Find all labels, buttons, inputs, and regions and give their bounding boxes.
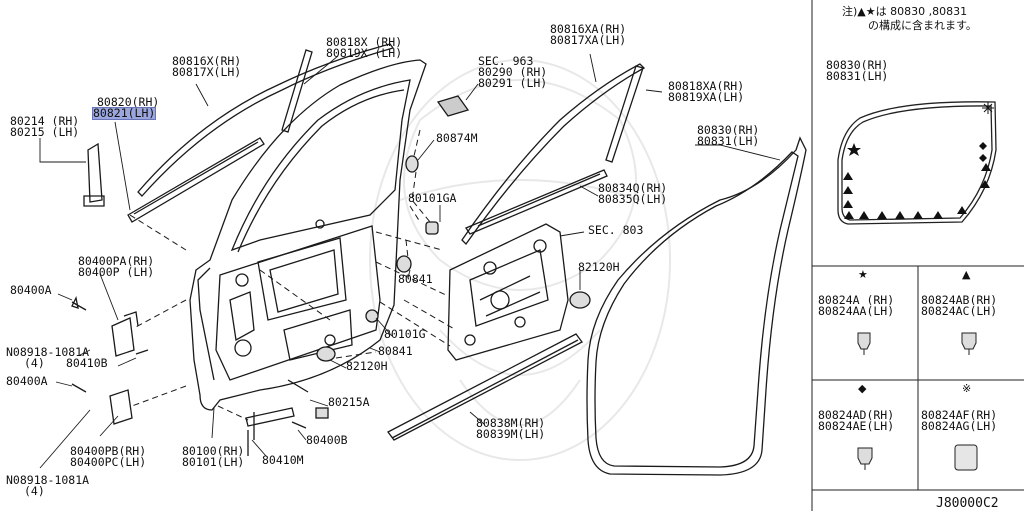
- label-80839m: 80839M(LH): [476, 427, 546, 441]
- leader-lines: [39, 53, 781, 469]
- door-shell-window-frame: [230, 79, 411, 252]
- label-80835q: 80835Q(LH): [598, 192, 668, 206]
- part-80824ad: 80824AD(RH): [818, 408, 895, 422]
- clip-markers: [843, 142, 991, 219]
- star-icon: ★: [858, 268, 868, 281]
- watermark-emblem: [369, 59, 671, 461]
- glass-run-rear: [461, 63, 646, 246]
- outer-molding-strip: [127, 137, 265, 223]
- weatherstrip-detail-outline: [837, 101, 997, 225]
- label-80820: 80820(RH): [97, 95, 160, 109]
- hinge-lower: [109, 389, 133, 425]
- door-inner-panel: [215, 225, 381, 381]
- part-80824ab: 80824AB(RH): [921, 293, 998, 307]
- label-80400pc: 80400PC(LH): [70, 455, 147, 469]
- label-80838m: 80838M(RH): [476, 416, 546, 430]
- label-80400pa: 80400PA(RH): [78, 254, 155, 268]
- label-80101g: 80101G: [384, 327, 426, 341]
- label-80214: 80214 (RH): [10, 114, 80, 128]
- asterism-icon: ※: [962, 382, 972, 395]
- star-marker-outline: [847, 102, 994, 156]
- right-panel-frame: [811, 0, 1024, 511]
- label-80291: 80291 (LH): [478, 76, 548, 90]
- label-80841-a: 80841: [398, 272, 433, 286]
- glass-run-front: [137, 43, 395, 197]
- sash-strip-front: [281, 49, 313, 133]
- side-label-80830: 80830(RH): [826, 58, 889, 72]
- diamond-icon: ◆: [858, 382, 867, 395]
- clip-pictograms: [857, 332, 978, 471]
- note-line-2: の構成に含まれます。: [868, 19, 977, 32]
- label-80831: 80831(LH): [697, 134, 760, 148]
- label-80819x: 80819X (LH): [326, 46, 403, 60]
- label-82120h-left: 82120H: [346, 359, 388, 373]
- dashed-callout-lines: [129, 129, 457, 421]
- main-linework: [71, 43, 807, 476]
- label-80290: 80290 (RH): [478, 65, 548, 79]
- label-80834q: 80834Q(RH): [598, 181, 668, 195]
- label-80410b: 80410B: [66, 356, 108, 370]
- label-82120h-right: 82120H: [578, 260, 620, 274]
- label-80841-b: 80841: [378, 344, 413, 358]
- label-80400b: 80400B: [306, 433, 348, 447]
- side-label-80831: 80831(LH): [826, 69, 889, 83]
- part-80824aa: 80824AA(LH): [818, 304, 895, 318]
- label-80400pb: 80400PB(RH): [70, 444, 147, 458]
- check-link: [245, 407, 295, 427]
- label-80215a: 80215A: [328, 395, 370, 409]
- label-qty-upper: (4): [24, 356, 45, 370]
- label-80101: 80101(LH): [182, 455, 245, 469]
- label-80817x: 80817X(LH): [172, 65, 242, 79]
- label-80818xa: 80818XA(RH): [668, 79, 745, 93]
- belt-weatherstrip-inner: [465, 169, 608, 235]
- part-80824ae: 80824AE(LH): [818, 419, 895, 433]
- label-80817xa: 80817XA(LH): [550, 33, 627, 47]
- note-line-1: 注)▲★は 80830 ,80831: [842, 5, 968, 18]
- sash-strip-rear: [605, 65, 644, 163]
- label-80821-highlighted[interactable]: 80821(LH): [91, 106, 157, 120]
- label-80819xa: 80819XA(LH): [668, 90, 745, 104]
- triangle-icon: ▲: [962, 268, 971, 281]
- part-80824ag: 80824AG(LH): [921, 419, 998, 433]
- label-08918-upper: N08918-1081A: [6, 345, 90, 359]
- label-80400a-upper: 80400A: [10, 283, 52, 297]
- part-80824ac: 80824AC(LH): [921, 304, 998, 318]
- diagram-code: J80000C2: [936, 496, 999, 511]
- label-80400p: 80400P (LH): [78, 265, 155, 279]
- label-qty-lower: (4): [24, 484, 45, 498]
- label-80816x: 80816X(RH): [172, 54, 242, 68]
- hinge-upper: [111, 317, 135, 357]
- label-sec963: SEC. 963: [478, 54, 534, 68]
- label-08918-lower: N08918-1081A: [6, 473, 90, 487]
- part-80824a: 80824A (RH): [818, 293, 895, 307]
- label-80100: 80100(RH): [182, 444, 245, 458]
- part-80824af: 80824AF(RH): [921, 408, 998, 422]
- label-80410m: 80410M: [262, 453, 304, 467]
- label-80830: 80830(RH): [697, 123, 760, 137]
- door-weatherstrip-main: [586, 136, 807, 476]
- garnish-bracket: [87, 142, 103, 203]
- regulator-module: [447, 223, 569, 361]
- label-80400a-lower: 80400A: [6, 374, 48, 388]
- label-80101ga: 80101GA: [408, 191, 457, 205]
- label-80818x: 80818X (RH): [326, 35, 403, 49]
- label-80874m: 80874M: [436, 131, 478, 145]
- label-80215: 80215 (LH): [10, 125, 80, 139]
- mirror-base: [436, 95, 470, 117]
- label-sec803: SEC. 803: [588, 223, 644, 237]
- label-80816xa: 80816XA(RH): [550, 22, 627, 36]
